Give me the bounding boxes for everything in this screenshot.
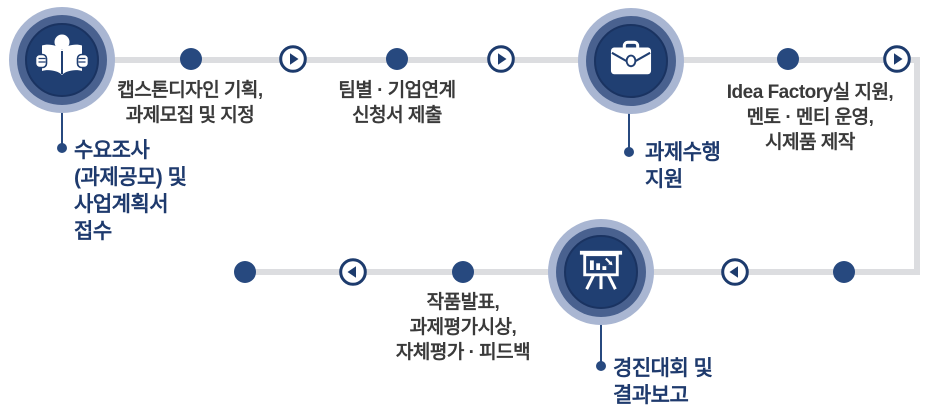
milestone-node-report: [548, 219, 654, 325]
briefcase-icon: [606, 38, 656, 85]
flow-arrow-right-icon: [882, 44, 912, 74]
reading-book-icon: [34, 33, 90, 88]
milestone-node-execution: [578, 8, 684, 114]
step-label-support: Idea Factory실 지원, 멘토 · 멘티 운영, 시제품 제작: [726, 82, 894, 153]
connector-dot-report: [596, 361, 606, 371]
flow-arrow-right-icon: [278, 44, 308, 74]
flow-dot-evaluation: [452, 261, 474, 283]
flow-dot-bottom-end: [234, 261, 256, 283]
flow-track-right: [914, 57, 920, 275]
milestone-label-survey: 수요조사 (과제공모) 및 사업계획서 접수: [74, 139, 187, 243]
flow-arrow-left-icon: [338, 257, 368, 287]
flow-dot-application: [386, 48, 408, 70]
connector-line-survey: [61, 104, 63, 148]
milestone-label-execution: 과제수행 지원: [645, 141, 721, 191]
connector-line-report: [600, 318, 602, 364]
connector-dot-execution: [624, 147, 634, 157]
flow-arrow-right-icon: [486, 44, 516, 74]
presentation-chart-icon: [576, 247, 626, 298]
flow-dot-bottom-right: [833, 261, 855, 283]
connector-line-execution: [628, 106, 630, 150]
connector-dot-survey: [57, 143, 67, 153]
milestone-node-survey: [9, 7, 115, 113]
step-label-application: 팀별 · 기업연계 신청서 제출: [338, 80, 456, 126]
step-label-evaluation: 작품발표, 과제평가시상, 자체평가 · 피드백: [395, 292, 531, 363]
flow-arrow-left-icon: [720, 257, 750, 287]
milestone-label-report: 경진대회 및 결과보고: [613, 357, 713, 407]
flow-dot-planning: [180, 48, 202, 70]
step-label-planning: 캡스톤디자인 기획, 과제모집 및 지정: [117, 80, 263, 126]
flow-dot-support: [777, 48, 799, 70]
